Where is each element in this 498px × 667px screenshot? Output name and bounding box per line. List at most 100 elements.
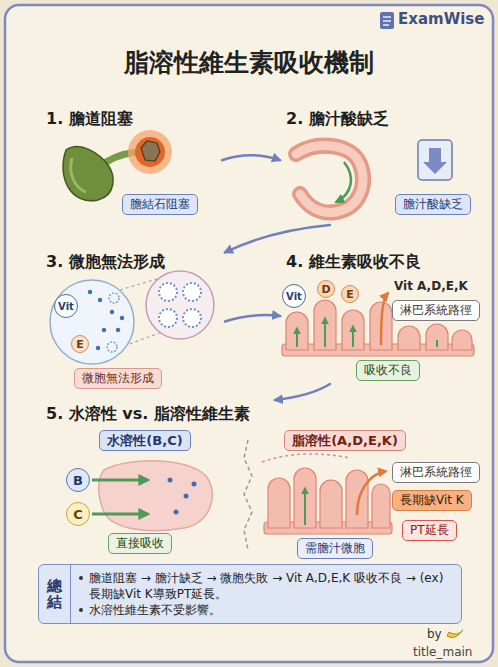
divider-line	[244, 440, 252, 550]
micelle-figure	[159, 283, 177, 301]
logo-icon	[383, 16, 391, 17]
villi-arrows	[352, 326, 354, 347]
gallbladder-figure	[141, 141, 160, 161]
step-heading: 5. 水溶性 vs. 脂溶性維生素	[46, 404, 250, 425]
vitamin-circle: Vit	[282, 284, 306, 308]
villi-figure	[342, 310, 364, 350]
villi-arrows	[262, 454, 350, 462]
villi-figure	[398, 326, 420, 350]
label-box: 微胞無法形成	[74, 368, 162, 389]
box-label: 需膽汁微胞	[305, 541, 365, 555]
summary-heading-cell: 總結	[39, 565, 71, 623]
cell-figure	[192, 482, 197, 487]
micelle-figure	[88, 290, 92, 294]
step-panel: 3. 微胞無法形成VitE微胞無法形成	[40, 248, 225, 395]
banana-icon	[447, 630, 463, 638]
vitamin-circle: C	[66, 502, 90, 526]
villi-arrows	[436, 340, 438, 347]
villi-figure	[320, 480, 342, 528]
step-heading: 1. 膽道阻塞	[46, 109, 133, 130]
micelle-figure	[146, 271, 214, 339]
intestine-figure	[336, 162, 351, 202]
box-label: 水溶性(B,C)	[107, 433, 182, 448]
micelle-figure	[98, 298, 102, 302]
page-frame	[5, 5, 493, 662]
gallbladder-figure	[71, 158, 86, 192]
box-label: 微胞無法形成	[82, 371, 154, 385]
cell-figure	[92, 513, 148, 516]
villi-arrows	[262, 454, 386, 525]
step-panel: 4. 維生素吸收不良 Vit DE 淋巴系統路徑吸收不良	[280, 248, 480, 384]
circle-label: Vit	[286, 291, 302, 302]
bullet-dot	[79, 576, 83, 580]
flow-arrow	[225, 225, 330, 252]
step-heading: 4. 維生素吸收不良	[286, 252, 421, 273]
intestine-figure	[296, 146, 363, 213]
label-box: 吸收不良	[356, 360, 420, 381]
vitamin-circle: E	[341, 285, 359, 303]
micelle-figure	[110, 310, 114, 314]
villi-arrows	[381, 293, 388, 345]
cell-figure	[99, 461, 213, 531]
label-box: 淋巴系統路徑	[392, 462, 480, 483]
decrease-icon	[418, 140, 452, 180]
step-heading: 2. 膽汁酸缺乏	[286, 109, 389, 130]
micelle-figure	[120, 316, 124, 320]
flow-arrow	[222, 155, 280, 160]
label-box: 膽汁酸缺乏	[395, 194, 471, 215]
bullet-list: 膽道阻塞 → 膽汁缺乏 → 微胞失敗 → Vit A,D,E,K 吸收不良 → …	[71, 565, 461, 623]
header-box: 水溶性(B,C)	[99, 430, 190, 451]
villi-figure	[426, 324, 448, 350]
step-panel: 2. 膽汁酸缺乏膽汁酸缺乏	[280, 105, 480, 225]
circle-label: D	[321, 283, 330, 296]
title-text: 脂溶性維生素吸收機制	[0, 46, 498, 79]
bullet-row: 水溶性維生素不受影響。	[79, 602, 453, 618]
box-label: 淋巴系統路徑	[400, 465, 472, 479]
bullet-dot	[79, 608, 83, 612]
label-box: 膽結石阻塞	[122, 194, 198, 215]
micelle-figure	[183, 283, 201, 301]
gallbladder-figure	[63, 147, 113, 201]
box-label: 膽結石阻塞	[130, 197, 190, 211]
villi-figure	[282, 300, 474, 356]
cell-figure	[92, 479, 148, 482]
logo-icon	[383, 24, 389, 25]
intestine-figure	[296, 146, 363, 213]
box-label: 脂溶性(A,D,E,K)	[292, 433, 398, 448]
author-label: by	[427, 627, 442, 641]
box-label: PT延長	[410, 523, 449, 537]
bullet-row: 膽道阻塞 → 膽汁缺乏 → 微胞失敗 → Vit A,D,E,K 吸收不良 → …	[79, 570, 453, 602]
villi-arrows	[357, 471, 386, 515]
gallbladder-figure	[135, 137, 165, 167]
logo-icon	[380, 12, 394, 29]
micelle-figure	[159, 309, 177, 327]
step-panel: 5. 水溶性 vs. 脂溶性維生素水溶性(B,C) BC 直接吸收 脂溶性(A,D,E…	[40, 400, 480, 560]
label-box: 淋巴系統路徑	[392, 300, 480, 321]
micelle-figure	[109, 293, 119, 303]
decrease-icon	[418, 140, 452, 180]
micelle-figure	[50, 271, 214, 364]
villi-arrows	[296, 328, 298, 347]
label-box: 直接吸收	[108, 533, 172, 554]
cell-figure	[92, 461, 212, 531]
villi-figure	[294, 468, 316, 528]
summary-box: 總結膽道阻塞 → 膽汁缺乏 → 微胞失敗 → Vit A,D,E,K 吸收不良 …	[38, 564, 462, 624]
micelle-figure	[102, 328, 106, 332]
villi-arrows	[324, 318, 326, 347]
logo-icon	[380, 12, 394, 29]
vitamin-circle: B	[66, 468, 90, 492]
watermark: title_main	[413, 645, 472, 659]
micelle-figure	[96, 346, 100, 350]
summary-text: 膽道阻塞 → 膽汁缺乏 → 微胞失敗 → Vit A,D,E,K 吸收不良 → …	[89, 570, 453, 602]
cell-figure	[184, 494, 189, 499]
intestine-figure	[296, 146, 363, 213]
flow-arrow	[275, 384, 330, 400]
cell-figure	[168, 478, 173, 483]
box-label: 淋巴系統路徑	[400, 303, 472, 317]
gallbladder-figure	[63, 130, 172, 201]
vitamin-circle: E	[71, 335, 89, 353]
circle-label: C	[73, 507, 83, 522]
vitamin-circle: Vit	[54, 294, 78, 318]
step-panel: 1. 膽道阻塞膽結石阻塞	[40, 105, 222, 225]
